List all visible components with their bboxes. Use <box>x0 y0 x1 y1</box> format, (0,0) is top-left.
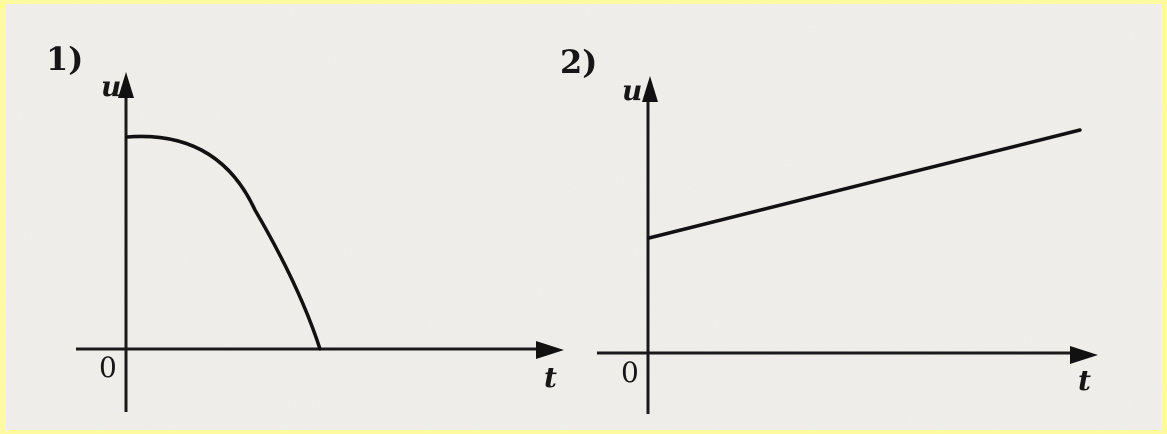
panel-2-u-axis-arrow <box>642 76 658 102</box>
panel-2-label: 2) <box>560 43 597 81</box>
panel-1-u-axis-arrow <box>118 72 134 98</box>
panel-2-origin-label: 0 <box>621 356 639 389</box>
panel-1-u-axis-label: u <box>101 70 121 103</box>
panel-1-t-axis-label: t <box>544 361 557 394</box>
panel-1-curve <box>125 134 322 351</box>
paper-texture <box>6 4 1161 430</box>
panel-2-line <box>647 128 1082 240</box>
panel-1: 1) u t 0 <box>46 40 564 412</box>
panel-2-t-axis-label: t <box>1078 364 1091 397</box>
panel-1-origin-label: 0 <box>99 351 117 384</box>
panel-2: 2) u t 0 <box>560 43 1098 414</box>
panel-1-t-axis-arrow <box>536 341 564 359</box>
panel-2-u-axis-label: u <box>622 74 642 107</box>
panel-1-label: 1) <box>46 40 83 78</box>
panel-2-t-axis-arrow <box>1070 346 1098 364</box>
